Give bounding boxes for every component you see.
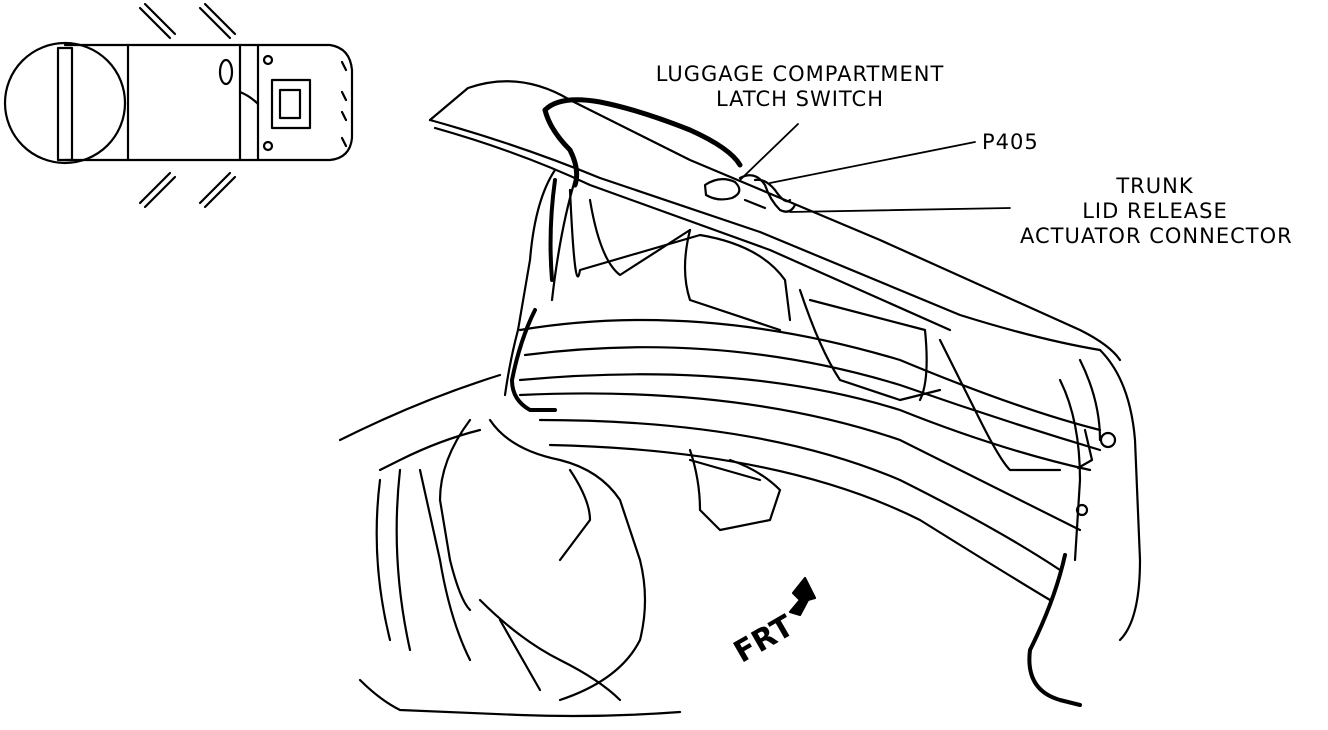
luggage-switch-line1: LUGGAGE COMPARTMENT [655, 62, 945, 86]
leader-lines [739, 123, 1011, 213]
wiring-harness [510, 97, 1082, 707]
trunk-lid [428, 80, 1142, 642]
trunk-lid-release-label: TRUNK LID RELEASE ACTUATOR CONNECTOR [1020, 174, 1293, 249]
car-top-view-icon [3, 2, 354, 209]
trunk-line3: ACTUATOR CONNECTOR [1020, 224, 1293, 248]
trunk-body [338, 373, 782, 718]
latch-switch-icon [703, 174, 797, 213]
luggage-switch-line2: LATCH SWITCH [716, 87, 884, 111]
p405-label: P405 [982, 130, 1039, 154]
trunk-line2: LID RELEASE [1082, 199, 1228, 223]
luggage-switch-label: LUGGAGE COMPARTMENT LATCH SWITCH [655, 62, 945, 112]
trunk-line1: TRUNK [1116, 174, 1194, 198]
arrow-icon [788, 576, 817, 617]
